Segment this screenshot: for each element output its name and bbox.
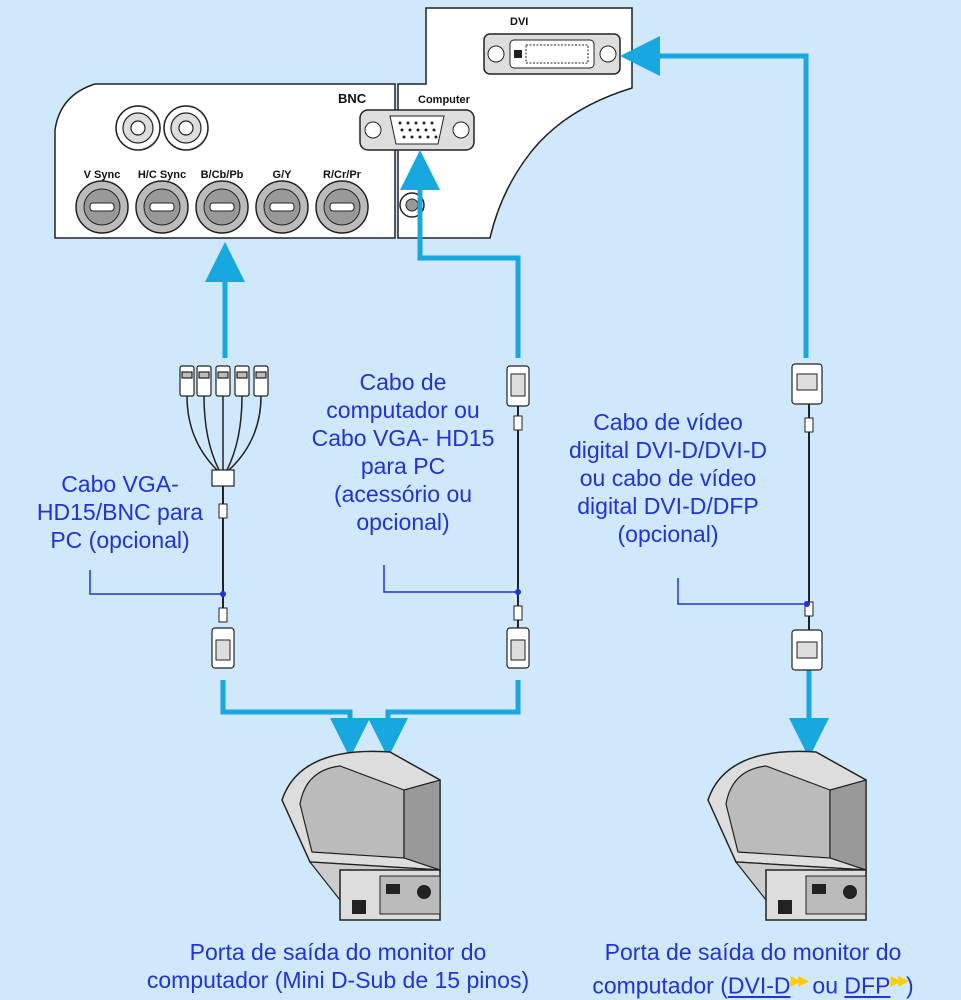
bnc-port-label: B/Cb/Pb [201,169,244,181]
dvi-cable-icon [791,363,823,671]
dvi-port-icon[interactable] [483,33,621,75]
label-line: Porta de saída do monitor do [604,939,902,965]
bnc-port-label: V Sync [84,169,121,181]
bnc-panel: BNC V Sync H/C Sync B/Cb/Pb [54,83,396,239]
computer-dvi-panel: DVI Computer [359,7,633,239]
label-line: (opcional) [617,521,719,547]
vga-plug-icon [506,365,530,407]
glossary-arrow-icon: ▶▶ [890,972,908,988]
bnc-port-label: G/Y [273,169,293,181]
label-line: Cabo VGA- HD15 [311,425,495,451]
dvi-port-label: DVI [510,16,528,28]
bnc-port-label: R/Cr/Pr [323,169,362,181]
route-vga-up [400,150,521,358]
vga-port-icon[interactable] [359,109,475,151]
bnc-port-label: H/C Sync [138,169,186,181]
label-text: computador ( [592,972,728,999]
label-line: PC (opcional) [50,527,190,553]
bnc-top-left-connector [115,105,161,151]
bnc-port-b-cb-pb[interactable]: B/Cb/Pb [195,169,249,234]
bnc-panel-label: BNC [338,91,367,106]
crt-monitor-icon [281,750,441,921]
dfp-glossary-link[interactable]: DFP [844,972,891,999]
vga-plug-icon [506,627,530,669]
bnc-cable-label: Cabo VGA- HD15/BNC para PC (opcional) [10,470,230,554]
dvi-cable-label: Cabo de vídeo digital DVI-D/DVI-D ou cab… [548,408,788,548]
leader-lines [89,565,807,605]
label-text: ou [806,972,845,999]
route-bnc-down [220,680,370,758]
label-line: Cabo de vídeo [593,409,743,435]
vga-cable-label: Cabo de computador ou Cabo VGA- HD15 par… [310,368,496,536]
label-line: Cabo de [359,369,447,395]
bnc-port-r-cr-pr[interactable]: R/Cr/Pr [315,169,369,234]
bnc-port-h-c-sync[interactable]: H/C Sync [135,169,189,234]
dvi-plug-icon [791,629,823,671]
label-line: opcional) [356,509,450,535]
label-line: digital DVI-D/DFP [577,493,759,519]
route-vga-down [368,680,521,758]
label-text: ) [905,972,914,999]
bnc-port-g-y[interactable]: G/Y [255,169,309,234]
computer-port-label: Computer [418,94,471,106]
crt-monitor-icon [707,750,867,921]
left-monitor-label: Porta de saída do monitor do computador … [128,938,548,994]
label-line: HD15/BNC para [36,499,204,525]
cable-routes [205,36,829,758]
dvi-plug-icon [791,363,823,405]
route-dvi-up [620,36,809,358]
label-line: computador (Mini D-Sub de 15 pinos) [146,967,530,993]
vga-plug-icon [211,627,235,669]
bnc-port-v-sync[interactable]: V Sync [75,169,129,234]
label-line: ou cabo de vídeo [579,465,757,491]
bnc-top-right-connector [163,105,209,151]
dvi-d-glossary-link[interactable]: DVI-D [727,972,791,999]
bnc-cable-icon [179,365,269,669]
label-line: digital DVI-D/DVI-D [568,437,768,463]
label-line: Porta de saída do monitor do [189,939,487,965]
label-line: Cabo VGA- [61,471,179,497]
label-line: computador ou [326,397,480,423]
label-line: (acessório ou [333,481,473,507]
label-line: para PC [360,453,446,479]
label-line: computador (DVI-D▶▶ ou DFP▶▶) [550,966,956,1000]
vga-cable-icon [506,365,530,669]
glossary-arrow-icon: ▶▶ [790,972,809,988]
right-monitor-label: Porta de saída do monitor do computador … [550,938,956,1000]
